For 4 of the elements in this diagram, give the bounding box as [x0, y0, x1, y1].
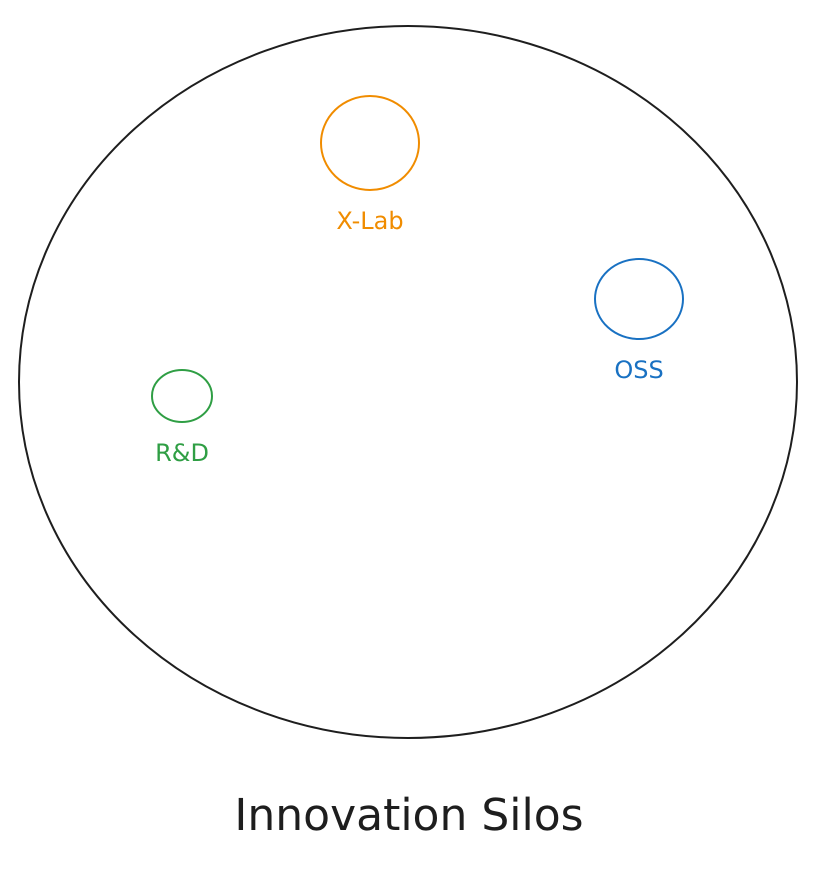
caption: Innovation Silos — [233, 790, 585, 841]
node-label: R&D — [155, 439, 209, 467]
node-label: X-Lab — [336, 207, 404, 235]
node-label: OSS — [614, 356, 664, 384]
